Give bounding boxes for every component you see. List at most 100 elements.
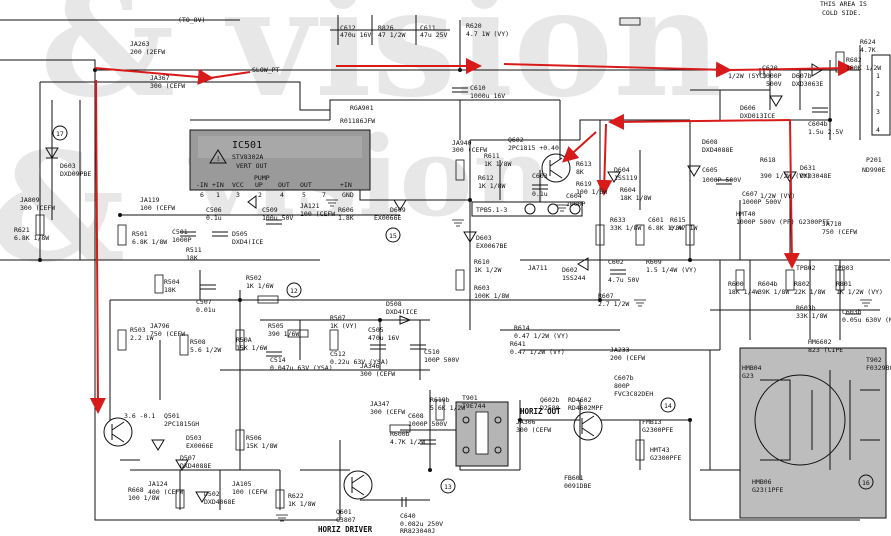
ic501-block: IC501 STV8302A VERT OUT ! -IN +IN VCC UP… <box>189 129 371 199</box>
marker-12 <box>286 282 302 298</box>
svg-text:C505: C505 <box>368 326 384 334</box>
t901-block <box>455 401 509 467</box>
svg-text:823 (CIPE: 823 (CIPE <box>808 346 843 354</box>
svg-text:JA710: JA710 <box>822 220 842 228</box>
component-labels: (TO_8V) SLOW_PT THIS AREA IS COLD SIDE. … <box>14 0 891 535</box>
svg-text:1K 1/2W: 1K 1/2W <box>474 266 501 274</box>
net-slowpt: SLOW_PT <box>252 66 279 74</box>
svg-text:EX0066E: EX0066E <box>374 214 401 222</box>
marker-14 <box>660 397 676 413</box>
svg-text:1K (VY): 1K (VY) <box>330 322 357 330</box>
svg-text:D505: D505 <box>232 230 248 238</box>
svg-text:0091DBE: 0091DBE <box>564 482 591 490</box>
svg-text:C611: C611 <box>420 24 436 32</box>
svg-text:4: 4 <box>280 191 284 199</box>
svg-text:C610: C610 <box>470 84 486 92</box>
svg-text:R613: R613 <box>576 160 592 168</box>
svg-text:15K 1/8W: 15K 1/8W <box>246 442 277 450</box>
svg-text:22K 1/8W: 22K 1/8W <box>794 288 825 296</box>
svg-text:D604: D604 <box>614 166 630 174</box>
svg-text:JA105: JA105 <box>232 480 252 488</box>
svg-text:D507: D507 <box>180 454 196 462</box>
svg-text:R668: R668 <box>128 486 144 494</box>
svg-text:500V: 500V <box>766 80 782 88</box>
svg-text:1: 1 <box>216 191 220 199</box>
svg-text:R618: R618 <box>760 156 776 164</box>
svg-text:D631: D631 <box>800 164 816 172</box>
svg-text:JA124: JA124 <box>148 480 168 488</box>
pin-3: 3 <box>876 108 880 116</box>
horiz-driver-label: HORIZ DRIVER <box>318 525 373 534</box>
pin-2: 2 <box>876 90 880 98</box>
svg-text:7: 7 <box>322 191 326 199</box>
svg-text:DXD4088E: DXD4088E <box>180 462 211 470</box>
svg-text:1000P 500V (PF) G2300PFE: 1000P 500V (PF) G2300PFE <box>736 218 830 226</box>
svg-text:D608: D608 <box>702 138 718 146</box>
svg-text:DXD4(ICE: DXD4(ICE <box>232 238 263 246</box>
svg-text:D607b: D607b <box>792 72 812 80</box>
svg-text:470u 16V: 470u 16V <box>368 334 399 342</box>
svg-text:18K: 18K <box>186 254 198 262</box>
svg-text:0.1u: 0.1u <box>206 214 222 222</box>
svg-text:R507: R507 <box>330 314 346 322</box>
svg-text:1K 1/8W: 1K 1/8W <box>484 160 511 168</box>
tpb-label: TPB5.1-3 <box>476 206 507 214</box>
svg-text:G2300PFE: G2300PFE <box>642 426 673 434</box>
svg-text:JA940: JA940 <box>452 139 472 147</box>
svg-text:R600: R600 <box>728 280 744 288</box>
svg-text:R621: R621 <box>14 226 30 234</box>
svg-text:2.2 1W: 2.2 1W <box>130 334 154 342</box>
svg-text:C612: C612 <box>340 24 356 32</box>
svg-text:17: 17 <box>56 130 64 138</box>
svg-text:200 (CEFW: 200 (CEFW <box>610 354 645 362</box>
ic501-ref: IC501 <box>232 140 262 151</box>
svg-text:5.6K 1/2W: 5.6K 1/2W <box>430 404 465 412</box>
svg-text:DXD4(ICE: DXD4(ICE <box>386 308 417 316</box>
svg-text:6.8K 1/8W: 6.8K 1/8W <box>132 238 167 246</box>
svg-text:2.7 1/2W: 2.7 1/2W <box>598 300 629 308</box>
svg-text:300 (CEFW: 300 (CEFW <box>20 204 55 212</box>
svg-text:TPB03: TPB03 <box>834 264 854 272</box>
svg-text:R01186JFW: R01186JFW <box>340 117 375 125</box>
fbt-block <box>739 347 887 519</box>
svg-text:1.8K: 1.8K <box>338 214 354 222</box>
svg-text:1K 1/8W: 1K 1/8W <box>288 500 315 508</box>
svg-text:1K 1/8W: 1K 1/8W <box>478 182 505 190</box>
svg-text:1K 1/2W (VY): 1K 1/2W (VY) <box>836 288 883 296</box>
svg-text:R612: R612 <box>478 174 494 182</box>
svg-text:HM6602: HM6602 <box>808 338 832 346</box>
svg-text:R624: R624 <box>860 38 876 46</box>
svg-text:100P 500V: 100P 500V <box>424 356 459 364</box>
svg-text:4.7 1W (VY): 4.7 1W (VY) <box>466 30 509 38</box>
svg-text:200 (2EFW: 200 (2EFW <box>130 48 165 56</box>
ic501-func: VERT OUT <box>236 162 267 170</box>
svg-text:TPB02: TPB02 <box>796 264 816 272</box>
svg-text:39K 1/8W: 39K 1/8W <box>758 288 789 296</box>
watermark-left: & <box>0 120 125 296</box>
svg-text:ND990E: ND990E <box>862 166 886 174</box>
svg-text:300 (CEFW: 300 (CEFW <box>150 82 185 90</box>
svg-text:-IN: -IN <box>196 181 208 189</box>
svg-text:C604: C604 <box>566 192 582 200</box>
svg-text:390 1/2W (VY): 390 1/2W (VY) <box>760 172 811 180</box>
svg-text:1000P: 1000P <box>566 200 586 208</box>
svg-text:C501: C501 <box>172 228 188 236</box>
svg-text:3: 3 <box>236 191 240 199</box>
svg-text:18K 1/8W: 18K 1/8W <box>620 194 651 202</box>
svg-text:FB601: FB601 <box>564 474 584 482</box>
svg-text:12: 12 <box>290 287 298 295</box>
svg-text:400 (CEFW: 400 (CEFW <box>148 488 183 496</box>
svg-text:0.47 1/2W (VY): 0.47 1/2W (VY) <box>510 348 565 356</box>
svg-text:HMB04: HMB04 <box>742 364 762 372</box>
svg-text:R603b: R603b <box>796 304 816 312</box>
tpb-box: TPB5.1-3 <box>471 201 583 217</box>
svg-text:R609: R609 <box>646 258 662 266</box>
svg-text:JA121: JA121 <box>300 202 320 210</box>
svg-text:6.8K 1/8W: 6.8K 1/8W <box>14 234 49 242</box>
svg-text:15K 1/6W: 15K 1/6W <box>236 344 267 352</box>
svg-text:D602: D602 <box>562 266 578 274</box>
svg-text:JA347: JA347 <box>370 400 390 408</box>
svg-text:JA711: JA711 <box>528 264 548 272</box>
svg-text:RGA901: RGA901 <box>350 104 374 112</box>
